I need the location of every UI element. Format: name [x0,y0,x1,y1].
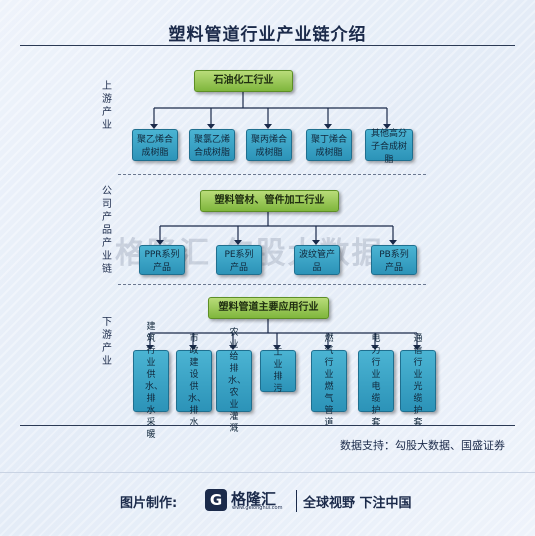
upstream-item: 聚丁烯合成树脂 [306,129,352,161]
section-divider [118,284,426,285]
downstream-head: 塑料管道主要应用行业 [208,297,329,319]
upstream-item: 其他高分子合成树脂 [365,129,413,165]
logo-url: www.gelonghui.com [232,505,283,511]
company-item: PE系列产品 [216,245,262,275]
slogan: 全球视野 下注中国 [303,496,412,511]
company-item: PB系列产品 [371,245,417,275]
upstream-item: 聚丙烯合成树脂 [246,129,292,161]
divider [296,490,297,512]
company-label: 公司产品产业链 [102,186,112,275]
downstream-item: 燃气行业燃气管道 [311,334,347,428]
downstream-item: 电力行业电缆护套 [358,334,394,428]
upstream-head: 石油化工行业 [194,70,293,92]
page-title: 塑料管道行业产业链介绍 [168,25,367,45]
credit-label: 图片制作: [120,496,178,511]
bottom-rule [20,425,515,426]
company-head: 塑料管材、管件加工行业 [200,190,339,212]
credit-rule [0,472,535,473]
upstream-item: 聚氯乙烯合成树脂 [189,129,235,161]
upstream-label: 上游产业 [102,81,112,131]
downstream-item: 通信行业光缆护套 [400,334,436,428]
section-divider [118,174,426,175]
downstream-item: 农业给排水、农业灌溉 [216,328,252,434]
downstream-label: 下游产业 [102,317,112,367]
title-underline [20,45,515,46]
downstream-item: 市政建设供水、排水 [176,334,212,428]
upstream-item: 聚乙烯合成树脂 [132,129,178,161]
source-note: 数据支持：勾股大数据、国盛证券 [340,439,505,452]
gelonghui-logo-icon: G [205,489,227,511]
downstream-item: 工业排污 [260,348,296,394]
company-item: PPR系列产品 [139,245,185,275]
downstream-item: 建筑行业供水、排水采暖 [133,322,169,440]
company-item: 波纹管产品 [294,245,340,275]
credit-bar: 图片制作: G 格隆汇 www.gelonghui.com 全球视野 下注中国 [0,486,535,516]
logo-text: 格隆汇 [231,490,277,508]
